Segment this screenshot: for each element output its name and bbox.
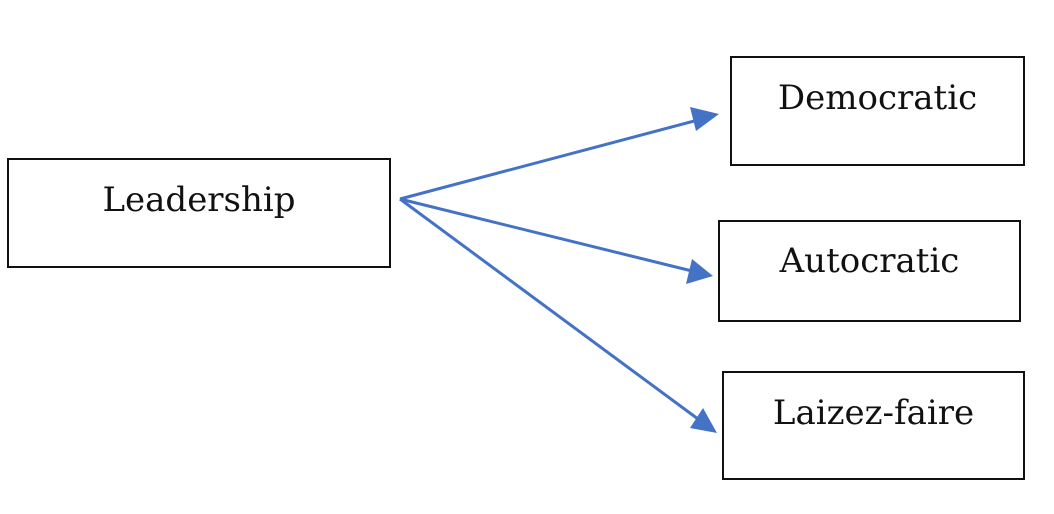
arrow-to-autocratic xyxy=(399,197,693,273)
arrowhead-laizez-faire xyxy=(690,408,717,433)
democratic-box: Democratic xyxy=(730,56,1025,166)
autocratic-label: Autocratic xyxy=(779,241,960,281)
laizez-faire-box: Laizez-faire xyxy=(722,371,1025,480)
leadership-box: Leadership xyxy=(7,158,391,268)
laizez-faire-label: Laizez-faire xyxy=(772,393,975,433)
leadership-label: Leadership xyxy=(102,180,296,220)
democratic-label: Democratic xyxy=(777,78,978,118)
autocratic-box: Autocratic xyxy=(718,220,1021,322)
arrow-to-democratic xyxy=(399,118,699,201)
arrow-to-laizez-faire xyxy=(399,197,699,421)
arrowhead-democratic xyxy=(690,107,719,131)
arrowhead-autocratic xyxy=(686,259,713,284)
